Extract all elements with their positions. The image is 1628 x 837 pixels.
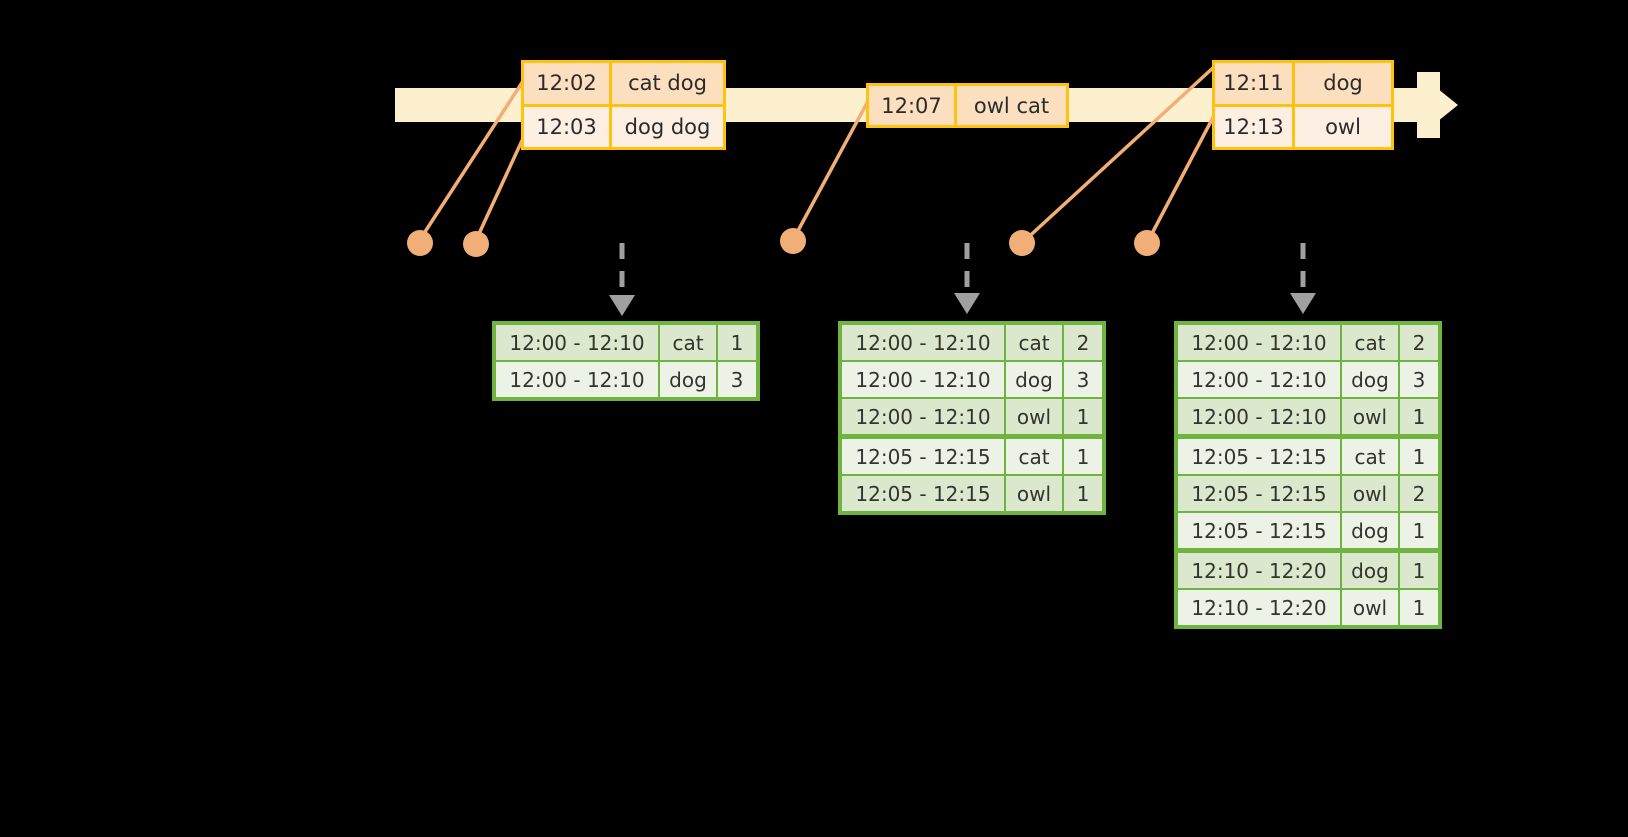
table-row[interactable]: 12:05 - 12:15 dog 1: [1178, 513, 1438, 548]
cell-key: dog: [660, 362, 716, 397]
event-words: dog: [1295, 63, 1391, 104]
cell-key: owl: [1342, 476, 1398, 511]
table-row[interactable]: 12:00 - 12:10 owl 1: [1178, 399, 1438, 434]
cell-count: 3: [1400, 362, 1438, 397]
cell-window: 12:05 - 12:15: [842, 476, 1004, 511]
cell-window: 12:05 - 12:15: [1178, 513, 1340, 548]
cell-key: owl: [1006, 399, 1062, 434]
event-time: 12:03: [524, 106, 612, 147]
event-time: 12:13: [1215, 106, 1295, 147]
table-row[interactable]: 12:00 - 12:10 dog 3: [496, 362, 756, 397]
result-table-2[interactable]: 12:00 - 12:10 cat 2 12:00 - 12:10 dog 3 …: [838, 321, 1106, 515]
cell-count: 1: [1064, 476, 1102, 511]
dashed-arrow-head-3: [1290, 293, 1316, 314]
table-row[interactable]: 12:00 - 12:10 dog 3: [842, 362, 1102, 397]
table-row[interactable]: 12:10 - 12:20 dog 1: [1178, 553, 1438, 588]
cell-key: owl: [1006, 476, 1062, 511]
table-row[interactable]: 12:05 - 12:15 owl 1: [842, 476, 1102, 511]
event-words: dog dog: [612, 106, 723, 147]
cell-count: 3: [1064, 362, 1102, 397]
result-table-3[interactable]: 12:00 - 12:10 cat 2 12:00 - 12:10 dog 3 …: [1174, 321, 1442, 629]
cell-count: 1: [718, 325, 756, 360]
cell-count: 1: [1400, 553, 1438, 588]
cell-window: 12:00 - 12:10: [842, 325, 1004, 360]
cell-window: 12:05 - 12:15: [1178, 439, 1340, 474]
cell-window: 12:00 - 12:10: [1178, 399, 1340, 434]
cell-key: dog: [1342, 553, 1398, 588]
connector-line-5: [1145, 106, 1220, 245]
event-row[interactable]: 12:02 cat dog: [524, 63, 723, 104]
event-time: 12:02: [524, 63, 612, 104]
event-words: cat dog: [612, 63, 723, 104]
table-row[interactable]: 12:05 - 12:15 cat 1: [842, 439, 1102, 474]
table-row[interactable]: 12:00 - 12:10 cat 1: [496, 325, 756, 360]
dot-3: [780, 228, 806, 254]
event-row[interactable]: 12:03 dog dog: [524, 103, 723, 147]
cell-key: cat: [1342, 325, 1398, 360]
result-table-1[interactable]: 12:00 - 12:10 cat 1 12:00 - 12:10 dog 3: [492, 321, 760, 401]
cell-key: owl: [1342, 590, 1398, 625]
event-time: 12:11: [1215, 63, 1295, 104]
event-group-1[interactable]: 12:02 cat dog 12:03 dog dog: [521, 60, 726, 150]
event-group-2[interactable]: 12:07 owl cat: [866, 83, 1069, 128]
cell-window: 12:00 - 12:10: [842, 362, 1004, 397]
cell-key: owl: [1342, 399, 1398, 434]
cell-key: cat: [660, 325, 716, 360]
cell-count: 1: [1400, 513, 1438, 548]
cell-window: 12:10 - 12:20: [1178, 553, 1340, 588]
dashed-arrow-head-2: [954, 293, 980, 314]
event-time: 12:07: [869, 86, 957, 125]
cell-count: 1: [1064, 439, 1102, 474]
cell-window: 12:00 - 12:10: [496, 325, 658, 360]
cell-count: 1: [1400, 399, 1438, 434]
dot-4: [1009, 230, 1035, 256]
dashed-arrow-head-1: [609, 295, 635, 316]
table-row[interactable]: 12:00 - 12:10 cat 2: [842, 325, 1102, 360]
cell-count: 3: [718, 362, 756, 397]
event-group-3[interactable]: 12:11 dog 12:13 owl: [1212, 60, 1394, 150]
cell-window: 12:00 - 12:10: [1178, 362, 1340, 397]
cell-key: dog: [1342, 362, 1398, 397]
event-words: owl cat: [957, 86, 1066, 125]
cell-count: 2: [1064, 325, 1102, 360]
cell-key: cat: [1006, 439, 1062, 474]
cell-window: 12:05 - 12:15: [842, 439, 1004, 474]
table-row[interactable]: 12:00 - 12:10 owl 1: [842, 399, 1102, 434]
cell-key: dog: [1006, 362, 1062, 397]
cell-key: cat: [1006, 325, 1062, 360]
cell-window: 12:00 - 12:10: [842, 399, 1004, 434]
cell-window: 12:10 - 12:20: [1178, 590, 1340, 625]
event-row[interactable]: 12:07 owl cat: [869, 86, 1066, 125]
cell-count: 2: [1400, 325, 1438, 360]
timeline-arrowhead: [1417, 72, 1458, 138]
table-row[interactable]: 12:00 - 12:10 cat 2: [1178, 325, 1438, 360]
cell-window: 12:00 - 12:10: [496, 362, 658, 397]
cell-key: cat: [1342, 439, 1398, 474]
dot-1: [407, 230, 433, 256]
event-row[interactable]: 12:11 dog: [1215, 63, 1391, 104]
table-row[interactable]: 12:00 - 12:10 dog 3: [1178, 362, 1438, 397]
cell-count: 2: [1400, 476, 1438, 511]
cell-count: 1: [1400, 439, 1438, 474]
cell-count: 1: [1400, 590, 1438, 625]
cell-window: 12:00 - 12:10: [1178, 325, 1340, 360]
event-row[interactable]: 12:13 owl: [1215, 103, 1391, 147]
table-row[interactable]: 12:05 - 12:15 cat 1: [1178, 439, 1438, 474]
cell-key: dog: [1342, 513, 1398, 548]
event-words: owl: [1295, 106, 1391, 147]
table-row[interactable]: 12:10 - 12:20 owl 1: [1178, 590, 1438, 625]
dot-2: [463, 231, 489, 257]
cell-window: 12:05 - 12:15: [1178, 476, 1340, 511]
dot-5: [1134, 230, 1160, 256]
table-row[interactable]: 12:05 - 12:15 owl 2: [1178, 476, 1438, 511]
cell-count: 1: [1064, 399, 1102, 434]
connector-line-2: [475, 130, 528, 240]
